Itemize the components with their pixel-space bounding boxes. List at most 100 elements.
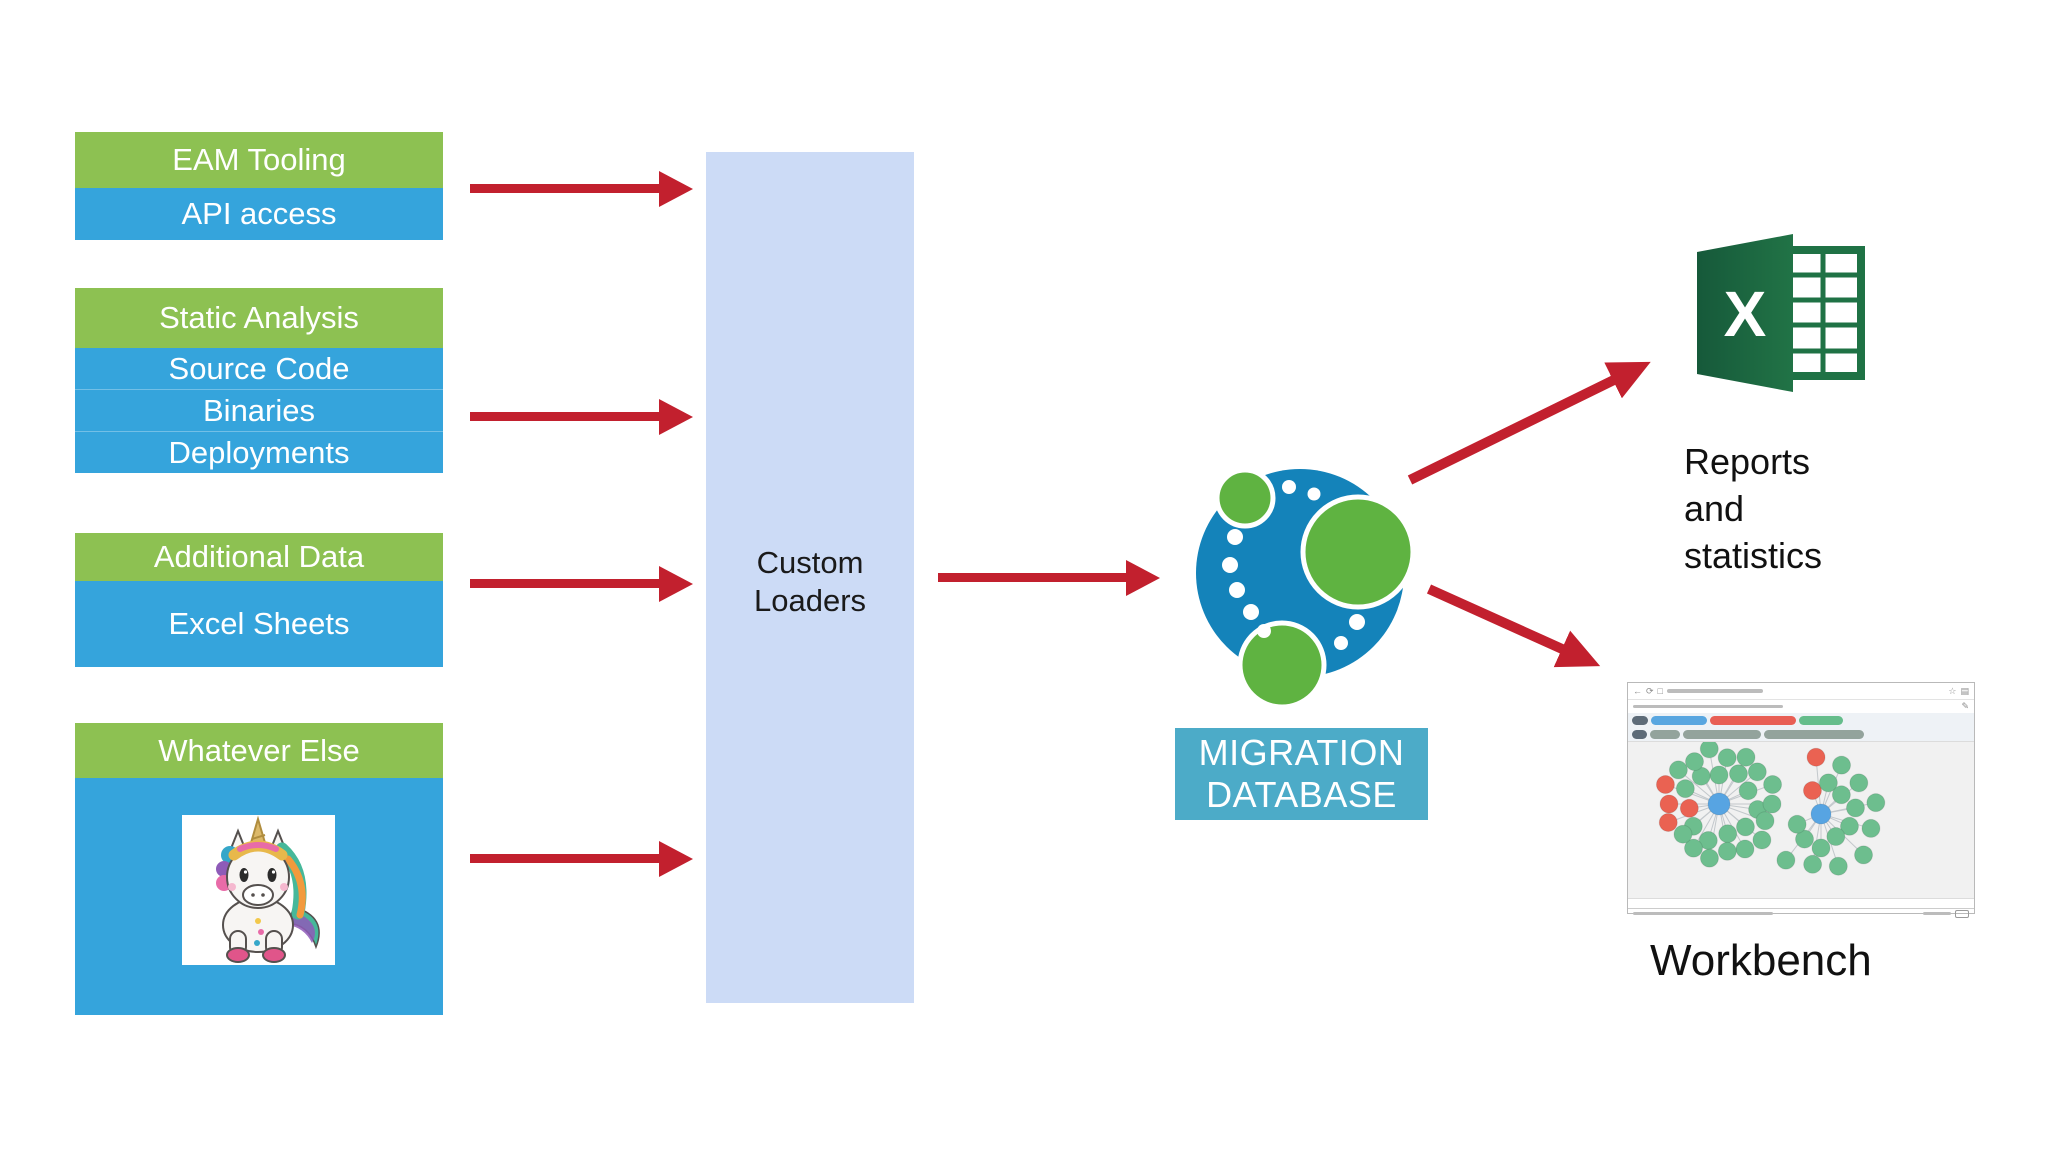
graph-node-green [1849, 773, 1869, 793]
graph-node-center [1707, 792, 1731, 816]
node-label-pills-row1 [1628, 713, 1974, 727]
graph-node-green [1752, 830, 1772, 850]
graph-node-green [1861, 818, 1881, 838]
label-pill [1632, 715, 1648, 725]
graph-node-green [1795, 829, 1815, 849]
neo4j-graph-logo [1196, 467, 1416, 710]
graph-node-green [1762, 794, 1782, 814]
graph-node-green [1736, 747, 1756, 767]
graph-node-green [1818, 773, 1838, 793]
graph-node-green [1735, 839, 1755, 859]
graph-node-green [1831, 785, 1851, 805]
graph-visualization [1655, 739, 1886, 876]
source-box-header: Static Analysis [75, 288, 443, 348]
excel-x-letter: X [1724, 278, 1767, 350]
source-box-whatever-else: Whatever Else [75, 723, 443, 1015]
arrow-database-to-workbench [1426, 584, 1601, 668]
graph-node-green [1866, 793, 1886, 813]
label-pill [1764, 729, 1864, 739]
excel-icon: X [1697, 234, 1865, 392]
graph-node-green [1747, 762, 1767, 782]
arrow-whatever-to-loaders [470, 854, 659, 863]
source-box-item: Source Code [168, 350, 350, 386]
browser-status-bar [1628, 908, 1974, 918]
graph-node-green [1717, 841, 1737, 861]
workbench-screenshot: ← ⟳ □ ☆ ▤ ✎ [1627, 682, 1975, 918]
reports-label-line3: statistics [1684, 535, 1823, 576]
logo-dot-trail [1222, 480, 1365, 650]
zoom-control-placeholder [1955, 909, 1969, 918]
graph-node-green [1839, 816, 1859, 836]
graph-node-green [1854, 845, 1874, 865]
graph-node-red [1655, 775, 1675, 795]
status-text-placeholder [1633, 912, 1773, 915]
graph-node-red [1802, 781, 1822, 801]
graph-node-green [1828, 856, 1848, 876]
reports-statistics-label: Reports and statistics [1684, 438, 1822, 579]
page-icon: □ [1657, 685, 1663, 696]
graph-node-green [1709, 765, 1729, 785]
source-box-eam-tooling: EAM Tooling API access [75, 132, 443, 240]
browser-query-row: ✎ [1628, 699, 1974, 713]
graph-node-red [1806, 747, 1826, 767]
graph-node-red [1658, 812, 1678, 832]
query-text-placeholder [1633, 705, 1783, 708]
source-box-item: API access [181, 196, 337, 231]
source-box-header: EAM Tooling [75, 132, 443, 188]
url-text-placeholder [1666, 689, 1763, 693]
workbench-label: Workbench [1650, 936, 1872, 985]
custom-loaders-label-line2: Loaders [753, 583, 867, 618]
graph-node-green [1684, 838, 1703, 858]
status-right-placeholder [1923, 912, 1951, 915]
graph-node-green [1845, 798, 1865, 818]
graph-node-green [1787, 814, 1807, 834]
arrow-database-to-reports [1407, 361, 1651, 485]
graph-node-center [1810, 803, 1832, 825]
relationship-pills-row2 [1628, 727, 1974, 741]
logo-green-circle-bottom [1237, 620, 1327, 710]
graph-node-green [1675, 779, 1695, 799]
graph-node-green [1755, 811, 1775, 831]
back-icon: ← [1633, 685, 1642, 696]
unicorn-image [182, 815, 335, 965]
edit-pencil-icon: ✎ [1961, 701, 1969, 711]
source-box-header: Whatever Else [75, 723, 443, 778]
excel-grid-lines [1785, 250, 1861, 376]
refresh-icon: ⟳ [1646, 685, 1654, 696]
graph-node-green [1673, 824, 1693, 844]
source-box-item: Binaries [75, 389, 443, 431]
menu-icon: ▤ [1960, 685, 1969, 696]
graph-node-green [1685, 752, 1704, 772]
browser-toolbar: ← ⟳ □ ☆ ▤ [1628, 683, 1974, 699]
custom-loaders-label-line1: Custom [756, 545, 864, 580]
star-icon: ☆ [1948, 685, 1957, 696]
logo-green-circle-large [1300, 494, 1416, 610]
graph-node-green [1832, 755, 1852, 775]
label-pill [1632, 729, 1647, 739]
migration-database-label: MIGRATION DATABASE [1175, 728, 1428, 820]
graph-node-green [1826, 827, 1846, 847]
graph-node-green [1668, 760, 1688, 780]
graph-area [1628, 739, 1974, 899]
arrow-static-to-loaders [470, 412, 659, 421]
reports-label-line1: Reports [1684, 441, 1811, 482]
source-box-additional-data: Additional Data Excel Sheets [75, 533, 443, 667]
migration-database-label-line1: MIGRATION [1198, 732, 1405, 773]
custom-loaders-box: Custom Loaders [706, 152, 914, 1003]
excel-cover [1697, 234, 1793, 392]
label-pill [1710, 715, 1796, 725]
reports-label-line2: and [1684, 488, 1745, 529]
source-box-header: Additional Data [75, 533, 443, 581]
graph-node-red [1659, 794, 1679, 814]
graph-node-green [1717, 748, 1737, 768]
arrow-additional-to-loaders [470, 579, 659, 588]
graph-node-green [1735, 817, 1755, 837]
logo-green-circle-small [1214, 467, 1276, 529]
source-box-static-analysis: Static Analysis Source Code Binaries Dep… [75, 288, 443, 473]
arrow-loaders-to-database [938, 573, 1126, 582]
migration-database-label-line2: DATABASE [1206, 774, 1397, 815]
graph-node-green [1718, 824, 1738, 844]
custom-loaders-label: Custom Loaders [706, 544, 914, 620]
graph-node-red [1679, 798, 1699, 818]
